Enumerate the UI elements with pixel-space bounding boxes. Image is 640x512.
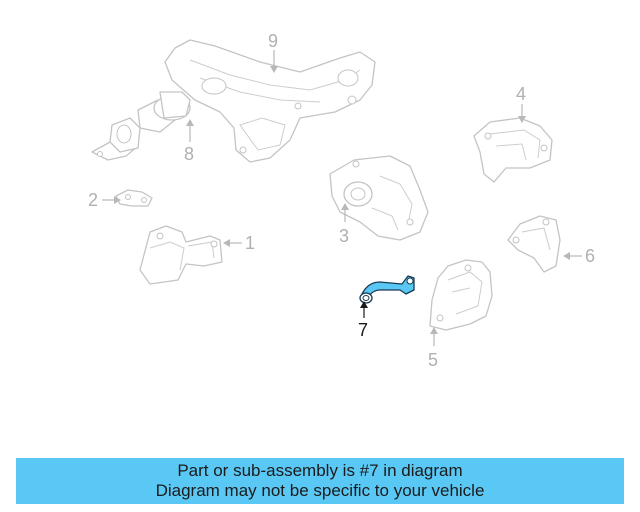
banner-line-2: Diagram may not be specific to your vehi…	[155, 481, 485, 500]
info-banner: Part or sub-assembly is #7 in diagram Di…	[16, 458, 624, 504]
callout-7-label: 7	[358, 320, 368, 340]
callout-4: 4	[516, 84, 526, 123]
banner-line-1: Part or sub-assembly is #7 in diagram	[177, 461, 463, 480]
callout-7: 7	[358, 301, 368, 340]
callout-8-label: 8	[184, 144, 194, 164]
callout-9-label: 9	[268, 31, 278, 51]
callout-4-label: 4	[516, 84, 526, 104]
callout-2: 2	[88, 190, 121, 210]
callout-2-label: 2	[88, 190, 98, 210]
part-1-mount[interactable]	[139, 225, 223, 285]
callout-5: 5	[428, 327, 438, 370]
part-3-mount[interactable]	[329, 155, 429, 241]
callout-1-label: 1	[245, 233, 255, 253]
parts-diagram: 9 8 4 2 3 1 6 5 7	[88, 31, 595, 370]
part-2-bracket[interactable]	[115, 189, 153, 207]
part-5-bracket[interactable]	[429, 259, 493, 331]
part-7-strap[interactable]	[359, 275, 415, 304]
part-6-bracket[interactable]	[507, 215, 561, 273]
part-4-mount[interactable]	[473, 117, 553, 183]
callout-1: 1	[223, 233, 255, 253]
part-8-mount[interactable]	[91, 91, 191, 161]
callout-9: 9	[268, 31, 278, 73]
callout-6: 6	[563, 246, 595, 266]
callout-5-label: 5	[428, 350, 438, 370]
callout-3: 3	[339, 203, 349, 246]
callout-8: 8	[184, 119, 194, 164]
part-9-subframe[interactable]	[164, 39, 376, 163]
callout-3-label: 3	[339, 226, 349, 246]
callout-6-label: 6	[585, 246, 595, 266]
